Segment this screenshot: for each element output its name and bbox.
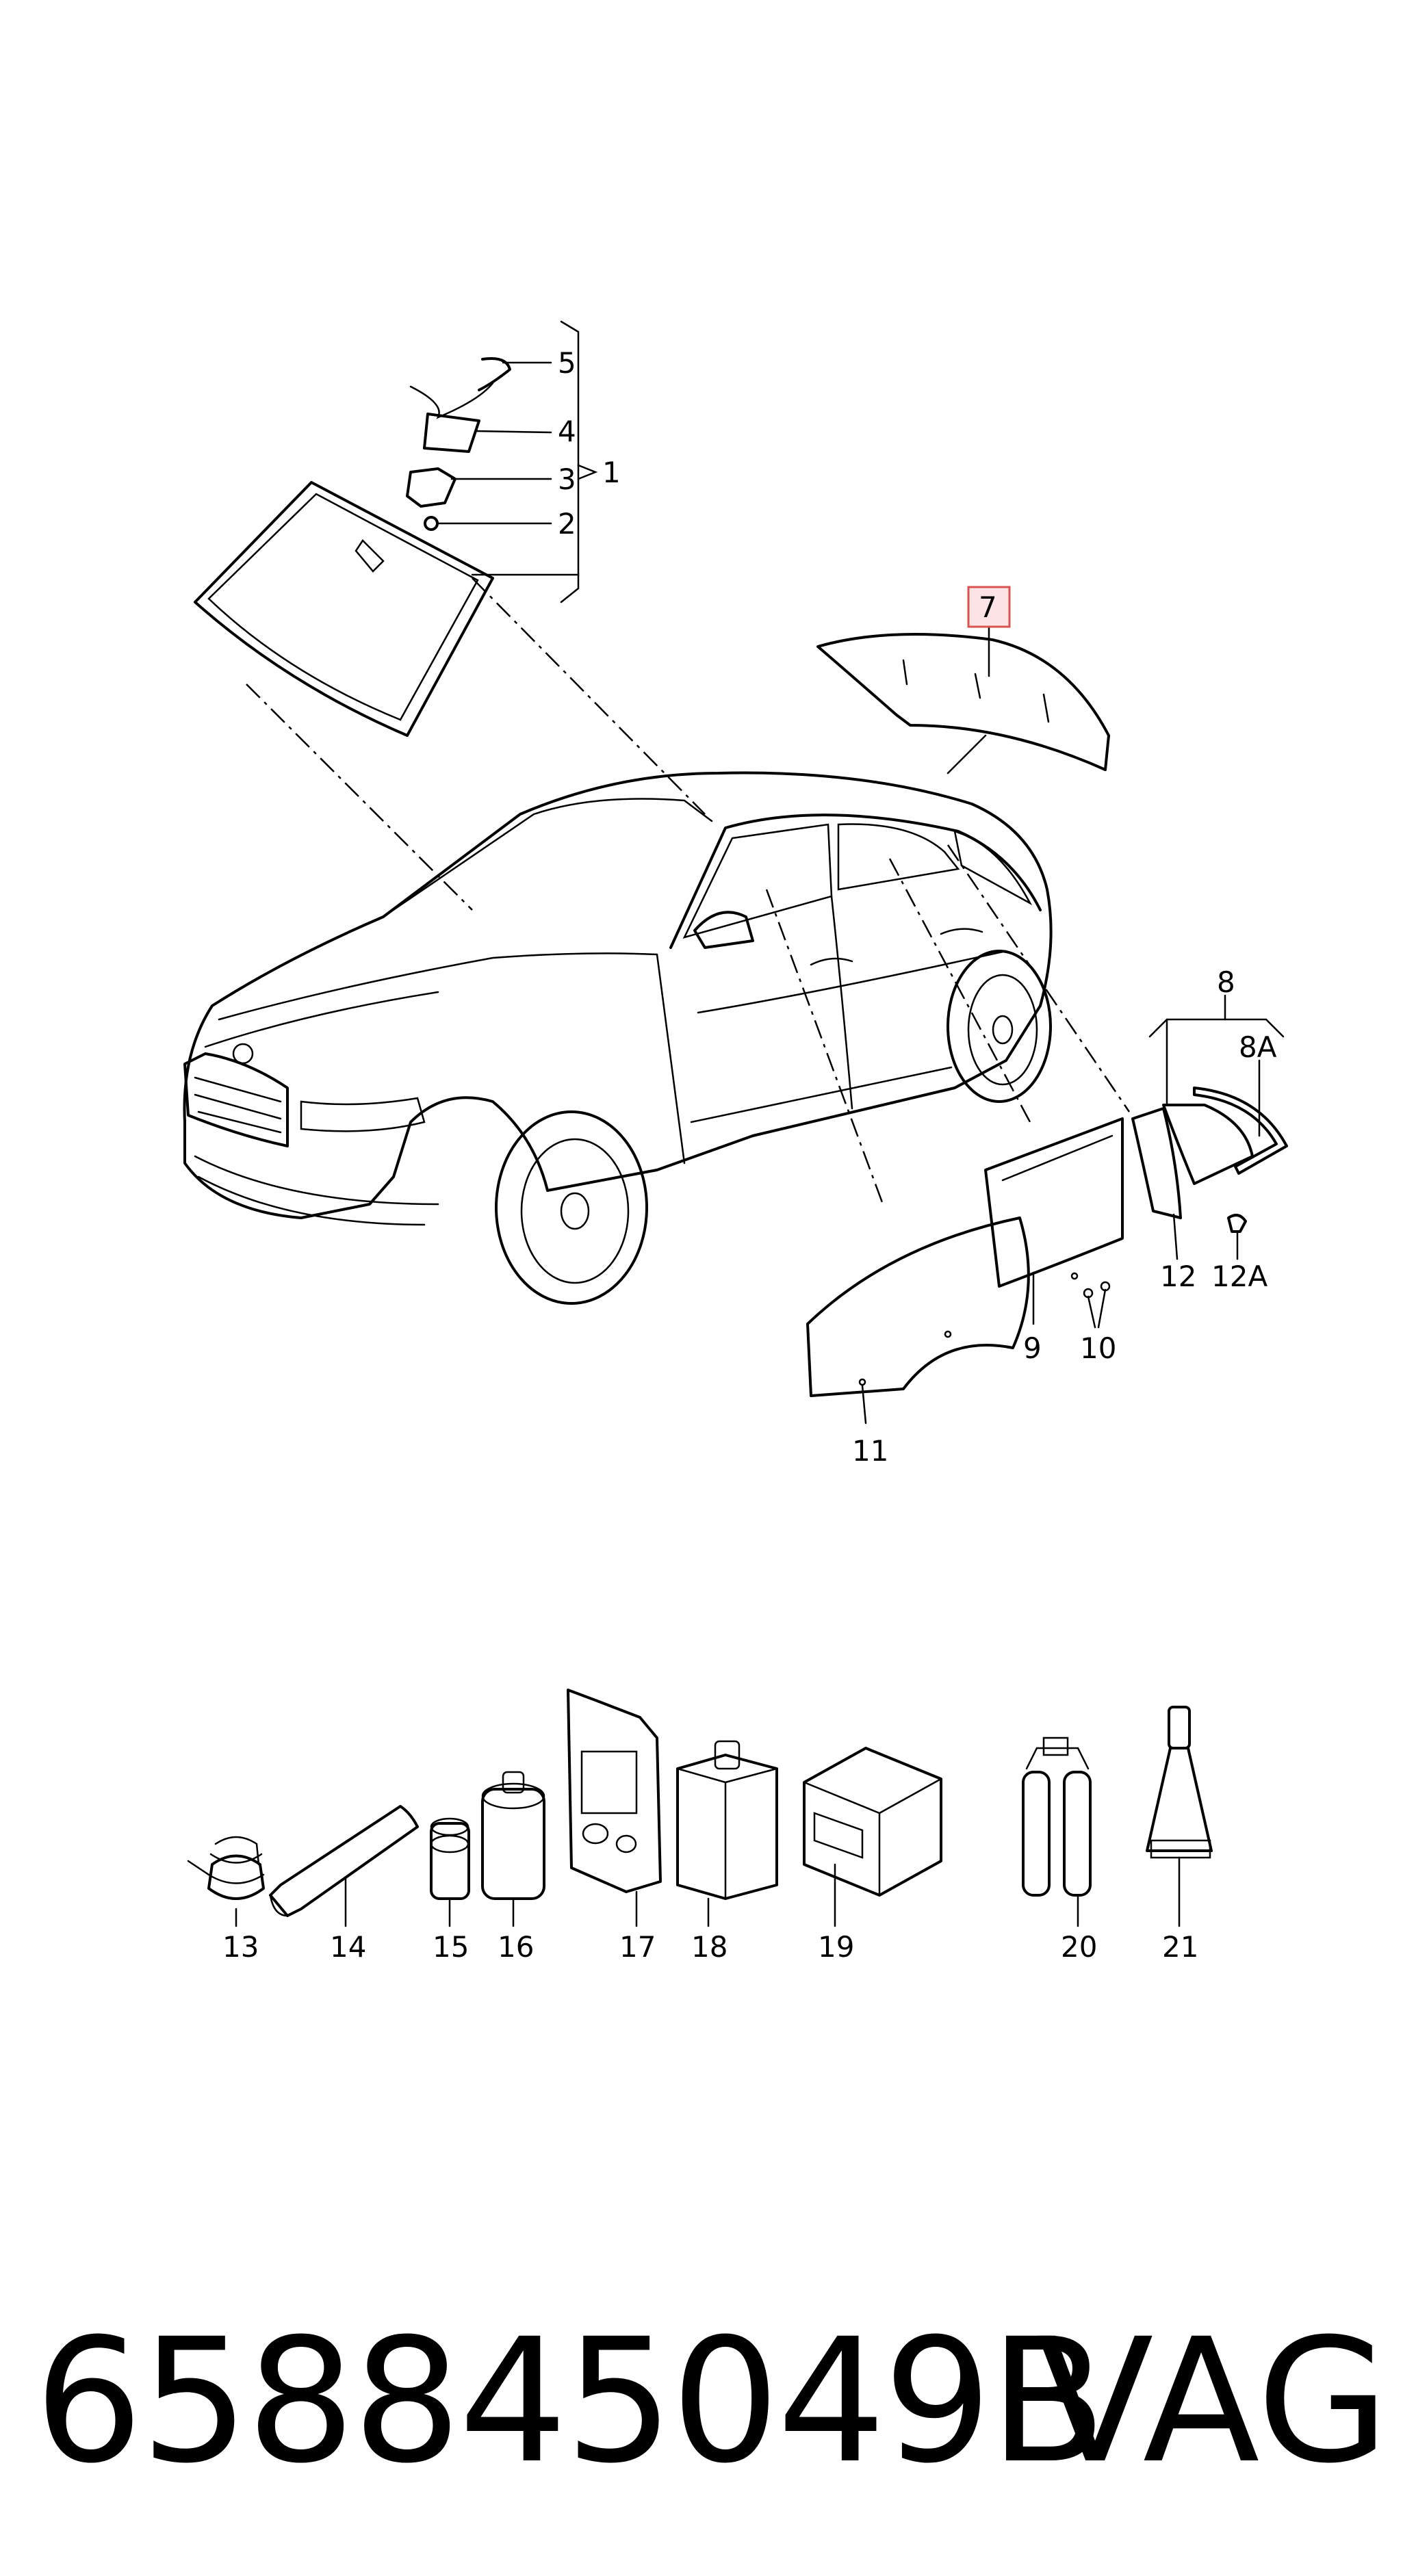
part-19-box xyxy=(803,1747,942,1927)
brand-name: VAG xyxy=(1036,2302,1389,2501)
callout-15: 15 xyxy=(433,1930,469,1964)
part-14-tube xyxy=(269,1805,419,1927)
car-body xyxy=(183,771,1053,1305)
callout-16: 16 xyxy=(498,1930,534,1964)
callout-7: 7 xyxy=(979,590,997,624)
part-4-cover xyxy=(423,413,480,453)
part-9-rear-door-glass xyxy=(984,1117,1124,1288)
callout-12: 12 xyxy=(1160,1260,1196,1293)
accessories xyxy=(187,1689,1213,1927)
callout-2: 2 xyxy=(558,507,576,541)
callout-12a: 12A xyxy=(1211,1260,1267,1293)
leader-lines xyxy=(246,577,1131,1205)
callout-14: 14 xyxy=(330,1930,366,1964)
part-3-bracket xyxy=(406,467,456,508)
part-5-cable xyxy=(478,357,511,391)
rear-window-glass xyxy=(816,633,1110,771)
front-wheel xyxy=(495,1110,648,1305)
callout-11: 11 xyxy=(852,1434,888,1468)
callout-18: 18 xyxy=(691,1930,728,1964)
part-17-pouch xyxy=(567,1689,662,1927)
rear-window xyxy=(816,623,1110,775)
windshield-assembly xyxy=(194,320,598,737)
callout-10: 10 xyxy=(1080,1331,1116,1365)
callout-7-highlight xyxy=(967,586,1011,628)
part-16-canister xyxy=(481,1771,545,1927)
rear-wheel xyxy=(947,950,1052,1103)
callout-17: 17 xyxy=(619,1930,656,1964)
part-number: 658845049B xyxy=(34,2302,1107,2501)
callout-5: 5 xyxy=(558,346,576,380)
callout-20: 20 xyxy=(1061,1930,1097,1964)
part-15-jar xyxy=(430,1817,470,1927)
windshield-glass xyxy=(194,481,494,737)
footer: 658845049B VAG xyxy=(27,2299,1389,2504)
side-glass-parts xyxy=(806,994,1288,1424)
callout-8: 8 xyxy=(1217,965,1235,999)
part-2-clip xyxy=(424,516,439,531)
callout-1: 1 xyxy=(602,456,621,489)
callout-9: 9 xyxy=(1023,1331,1042,1365)
part-13-cone xyxy=(187,1836,265,1927)
callout-4: 4 xyxy=(558,415,576,448)
part-21-nozzle xyxy=(1146,1706,1213,1927)
callout-3: 3 xyxy=(558,463,576,496)
part-12-quarter-glass xyxy=(1131,1107,1182,1219)
callout-13: 13 xyxy=(222,1930,259,1964)
callout-8a: 8A xyxy=(1239,1030,1277,1064)
callout-21: 21 xyxy=(1162,1930,1198,1964)
callout-19: 19 xyxy=(818,1930,854,1964)
part-18-bottle xyxy=(676,1740,778,1927)
part-8a-seal xyxy=(1193,1087,1288,1175)
part-20-cartridge xyxy=(1022,1736,1092,1927)
part-11-front-door-glass xyxy=(806,1217,1030,1397)
